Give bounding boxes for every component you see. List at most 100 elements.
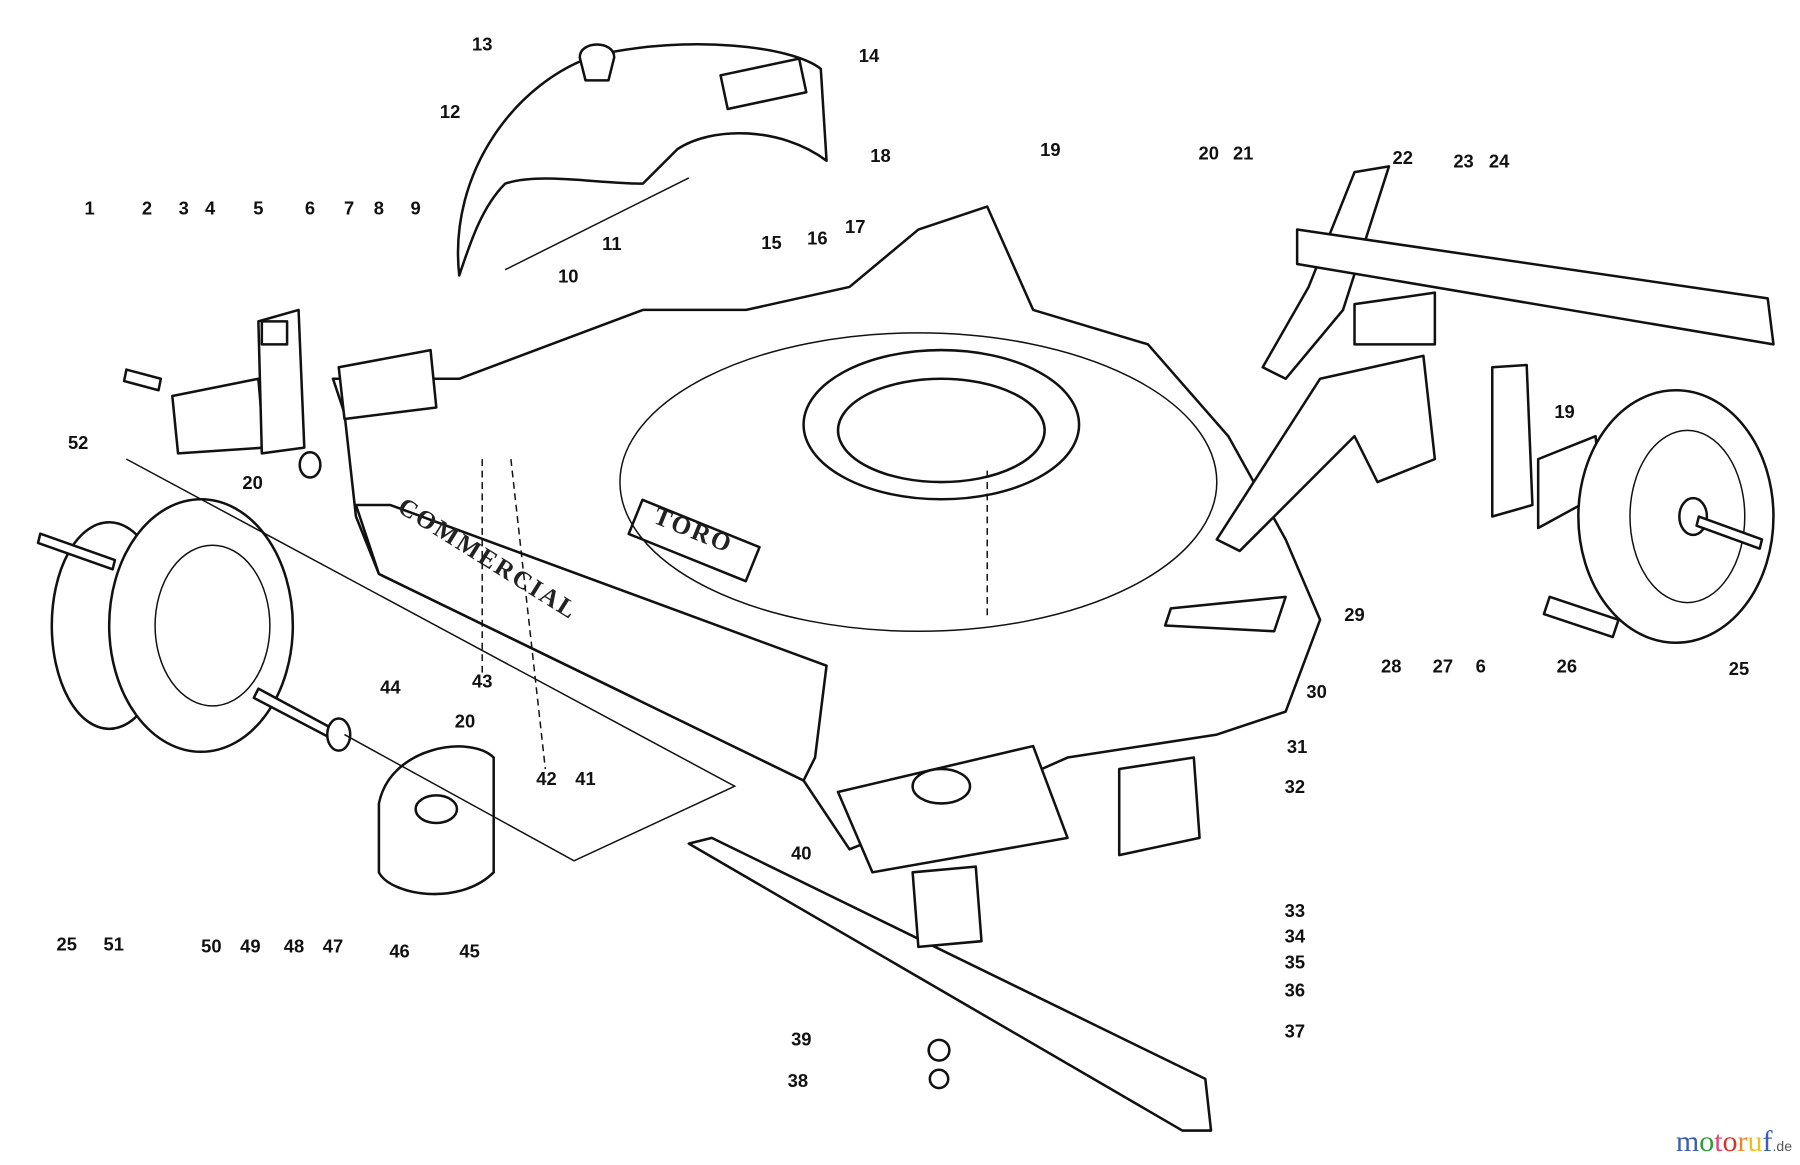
callout-41: 41 <box>575 768 595 789</box>
rear-axle-bracket <box>1215 354 1437 553</box>
callout-43: 43 <box>472 671 492 692</box>
callout-20: 20 <box>455 711 475 732</box>
callout-7: 7 <box>344 198 354 219</box>
bracket-7 <box>337 348 438 421</box>
callout-3: 3 <box>179 198 189 219</box>
front-wheel <box>107 498 295 754</box>
handle-bracket-22 <box>1261 165 1391 381</box>
callout-52: 52 <box>68 432 88 453</box>
watermark-letter: o <box>1722 1125 1738 1158</box>
bolt-26 <box>1542 595 1620 639</box>
callout-8: 8 <box>374 198 384 219</box>
callout-21: 21 <box>1233 143 1253 164</box>
watermark-letter: o <box>1699 1125 1715 1158</box>
decal-14 <box>719 57 808 111</box>
baffle-30 <box>1163 595 1287 633</box>
callout-48: 48 <box>284 936 304 957</box>
blade-adapter-36 <box>911 865 983 949</box>
callout-38: 38 <box>788 1070 808 1091</box>
washer-39 <box>927 1038 951 1062</box>
callout-25: 25 <box>1729 658 1749 679</box>
callout-45: 45 <box>459 940 479 961</box>
rear-wheel <box>1577 388 1775 645</box>
watermark-letter: t <box>1714 1125 1723 1158</box>
callout-25: 25 <box>56 933 76 954</box>
spindle-boss <box>911 767 972 805</box>
washer-6 <box>298 450 322 479</box>
callout-19: 19 <box>1040 139 1060 160</box>
bolt-1 <box>122 368 163 392</box>
callout-46: 46 <box>389 940 409 961</box>
callout-15: 15 <box>761 232 781 253</box>
callout-27: 27 <box>1433 656 1453 677</box>
engine-mount-opening <box>836 377 1046 484</box>
callout-47: 47 <box>323 936 343 957</box>
blade-37 <box>687 836 1213 1132</box>
callout-20: 20 <box>242 472 262 493</box>
callout-22: 22 <box>1393 147 1413 168</box>
callout-12: 12 <box>440 101 460 122</box>
bracket-23 <box>1353 291 1437 346</box>
callout-17: 17 <box>845 216 865 237</box>
hubcap-center <box>414 794 459 825</box>
callout-36: 36 <box>1285 979 1305 1000</box>
callout-40: 40 <box>791 843 811 864</box>
callout-5: 5 <box>253 198 263 219</box>
callout-31: 31 <box>1287 736 1307 757</box>
height-adjuster-left <box>171 377 266 455</box>
watermark-letter: r <box>1737 1125 1748 1158</box>
callout-16: 16 <box>807 227 827 248</box>
callout-11: 11 <box>602 233 621 254</box>
callout-28: 28 <box>1381 656 1401 677</box>
callout-6: 6 <box>1476 656 1486 677</box>
callout-10: 10 <box>558 265 578 286</box>
callout-32: 32 <box>1285 776 1305 797</box>
callout-6: 6 <box>305 198 315 219</box>
callout-24: 24 <box>1489 151 1510 172</box>
callout-20: 20 <box>1199 143 1219 164</box>
bracket-4 <box>257 308 306 455</box>
callout-49: 49 <box>240 936 260 957</box>
discharge-knob <box>578 43 616 82</box>
callout-39: 39 <box>791 1029 811 1050</box>
rod-11 <box>504 177 690 271</box>
rear-wheel-hub <box>1678 496 1709 537</box>
callout-1: 1 <box>85 198 95 219</box>
front-axle-bolt <box>36 532 117 571</box>
watermark-letter: f <box>1762 1125 1773 1158</box>
watermark-suffix: .de <box>1772 1138 1792 1154</box>
callout-34: 34 <box>1285 925 1306 946</box>
callout-29: 29 <box>1344 604 1364 625</box>
toro-decal-plate <box>627 498 761 583</box>
callout-44: 44 <box>380 676 401 697</box>
callout-4: 4 <box>205 198 216 219</box>
callout-2: 2 <box>142 198 152 219</box>
bearing-48 <box>325 717 352 752</box>
callout-18: 18 <box>870 145 890 166</box>
callout-19: 19 <box>1554 401 1574 422</box>
knob-5 <box>260 320 289 346</box>
bolt-38 <box>928 1068 950 1090</box>
watermark-letter: m <box>1675 1125 1700 1158</box>
callout-26: 26 <box>1557 656 1577 677</box>
bracket-32 <box>1117 756 1201 857</box>
rear-axle-bolt <box>1695 515 1764 550</box>
callout-33: 33 <box>1285 900 1305 921</box>
rear-flap-24 <box>1295 228 1775 346</box>
callout-30: 30 <box>1306 681 1326 702</box>
callout-35: 35 <box>1285 952 1305 973</box>
callout-42: 42 <box>536 768 556 789</box>
callout-23: 23 <box>1453 151 1473 172</box>
callout-37: 37 <box>1285 1021 1305 1042</box>
callout-51: 51 <box>104 933 124 954</box>
blade-plate <box>836 744 1069 874</box>
callout-14: 14 <box>859 45 880 66</box>
callout-13: 13 <box>472 34 492 55</box>
motoruf-watermark: motoruf.de <box>1676 1125 1792 1159</box>
deck-front-panel <box>354 503 828 782</box>
callout-9: 9 <box>411 198 421 219</box>
height-adjuster-right <box>1490 363 1534 518</box>
